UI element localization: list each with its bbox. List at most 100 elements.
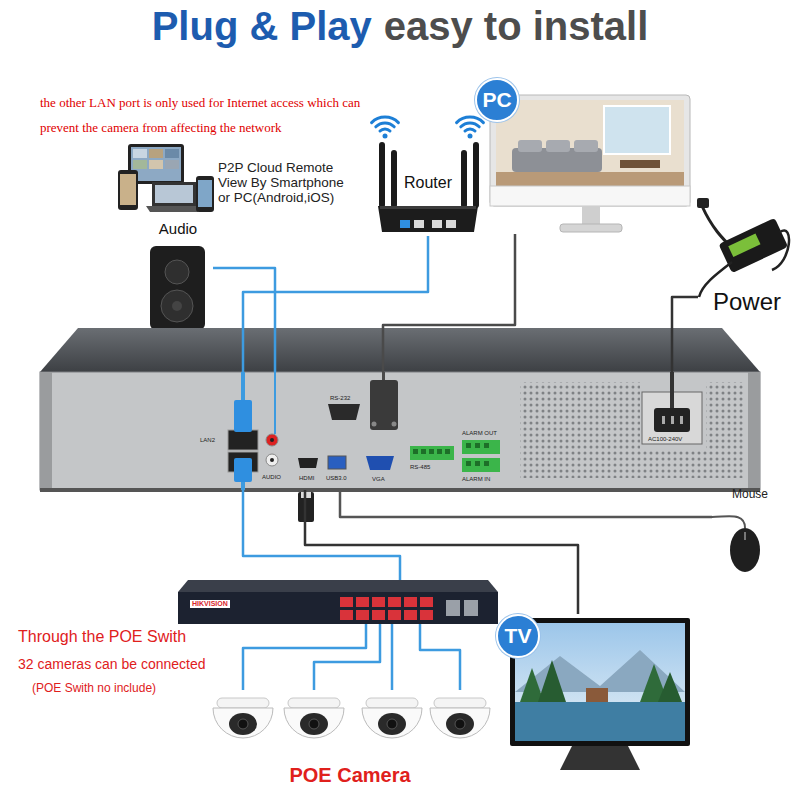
dome-camera-drawing (378, 713, 406, 735)
dome-camera-drawing (300, 713, 328, 735)
router-drawing (446, 220, 456, 228)
device-label: HIKVISION (190, 600, 230, 608)
nvr-drawing (437, 449, 442, 454)
pc-monitor-drawing (574, 140, 598, 152)
nvr-drawing (680, 416, 683, 424)
poe-switch-drawing (356, 610, 369, 620)
router-drawing (378, 206, 478, 232)
speaker-drawing (165, 260, 189, 284)
usb-mouse: Mouse (712, 488, 790, 576)
pc-monitor-drawing (604, 106, 670, 154)
nvr-drawing (421, 449, 426, 454)
nvr-drawing (228, 430, 258, 450)
nvr-drawing (410, 446, 454, 460)
device-badge: PC (475, 78, 519, 122)
port-label: LAN2 (200, 437, 215, 443)
port-label: ALARM IN (462, 476, 490, 482)
dome-camera-drawing (213, 708, 273, 738)
page-title: Plug & Play (152, 4, 372, 48)
pc-monitor-drawing (490, 95, 690, 232)
nvr-drawing (748, 372, 760, 490)
p2p-devices (165, 160, 179, 169)
dome-camera-drawing (362, 708, 422, 738)
cable-connector (340, 490, 712, 517)
poe-switch-drawing (388, 610, 401, 620)
pc-monitor-drawing (496, 100, 684, 186)
cable-connector (314, 624, 380, 690)
switch-note: Through the POE Swith (18, 628, 186, 646)
device-label: Mouse (712, 488, 788, 502)
p2p-devices (120, 174, 136, 205)
wifi-icon (457, 117, 484, 123)
dome-camera-drawing (217, 698, 269, 708)
port-label: ALARM OUT (462, 430, 497, 436)
nvr-drawing (671, 416, 674, 424)
power-adapter: Power (698, 196, 798, 322)
power-adapter-drawing (697, 198, 709, 208)
router-drawing (473, 142, 479, 208)
nvr-drawing (270, 458, 274, 462)
pc-monitor-drawing (582, 206, 600, 224)
p2p-devices (149, 160, 163, 169)
p2p-devices (118, 144, 214, 212)
mouse-drawing (712, 516, 760, 572)
pc-monitor-drawing (496, 172, 684, 186)
port-label: HDMI (299, 475, 314, 481)
poe-camera-group: POE Camera (205, 690, 497, 794)
poe-switch-drawing (372, 610, 385, 620)
tv-drawing (560, 746, 640, 770)
port-label: VGA (372, 476, 385, 482)
cable-connector (243, 490, 400, 580)
nvr-drawing (241, 482, 245, 490)
p2p-devices (165, 149, 179, 158)
wifi-icon (372, 117, 399, 138)
cable-connector (243, 624, 366, 690)
nvr-drawing (372, 422, 377, 427)
device-label: POE Camera (205, 764, 495, 787)
tv-drawing (658, 672, 682, 702)
pc-monitor-drawing (518, 140, 542, 152)
nvr-drawing (475, 443, 480, 448)
poe-switch-drawing (340, 610, 353, 620)
wifi-icon (461, 123, 479, 127)
poe-switch-drawing (178, 580, 498, 624)
nvr-drawing (274, 372, 276, 434)
mouse-drawing (730, 528, 760, 572)
nvr-drawing (40, 372, 52, 490)
poe-switch-drawing (340, 597, 353, 607)
router-drawing (379, 142, 385, 208)
nvr-drawing (466, 461, 471, 466)
power-adapter-drawing (728, 233, 760, 257)
nvr-drawing (40, 328, 760, 522)
p2p-devices (131, 147, 181, 181)
mouse-drawing (712, 516, 745, 528)
p2p-devices (133, 160, 147, 169)
port-label: AC100-240V (648, 436, 682, 442)
port-label: AUDIO (262, 474, 281, 480)
nvr-drawing (266, 454, 278, 466)
router-drawing (432, 220, 442, 228)
nvr-drawing (382, 372, 385, 380)
nvr-drawing (484, 461, 489, 466)
wifi-icon (380, 129, 390, 131)
poe-switch-drawing (372, 597, 385, 607)
nvr-drawing (328, 404, 360, 420)
tv-drawing (515, 702, 685, 741)
power-adapter-drawing (772, 230, 789, 270)
nvr-drawing (706, 382, 744, 450)
poe-switch: HIKVISION (178, 580, 498, 624)
cable-connector (391, 624, 394, 690)
nvr-drawing (328, 456, 346, 469)
poe-switch-drawing (464, 600, 478, 616)
router-drawing (391, 150, 397, 208)
p2p-devices (149, 149, 163, 158)
nvr-drawing (234, 400, 252, 432)
p2p-devices (155, 185, 193, 203)
switch-note: (POE Swith no include) (32, 682, 156, 696)
speaker-drawing (150, 246, 205, 330)
mouse-drawing (744, 532, 746, 540)
wifi-icon (468, 134, 473, 139)
p2p-devices (152, 182, 196, 206)
port-label: RS-232 (330, 395, 350, 401)
